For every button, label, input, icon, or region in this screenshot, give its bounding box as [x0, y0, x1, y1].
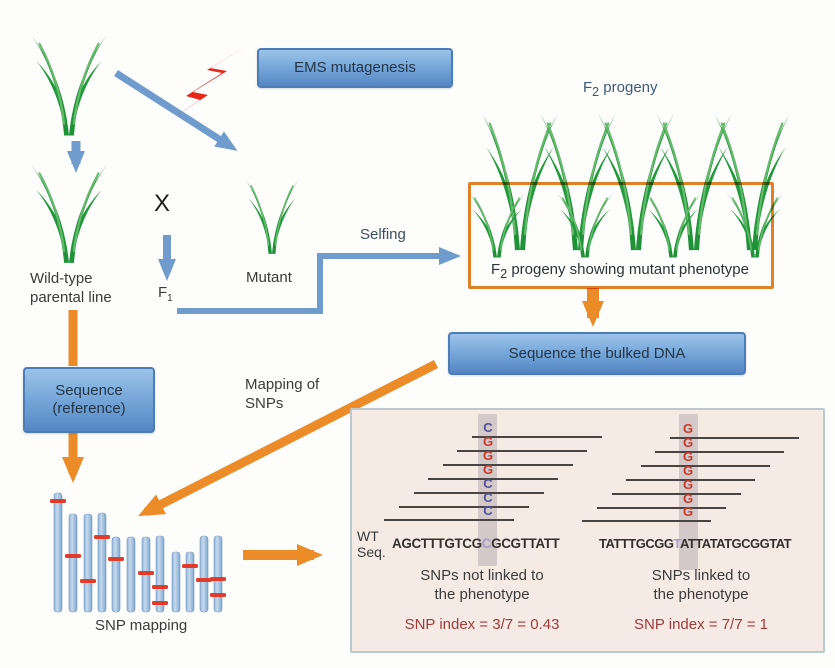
sequence-read-line: [611, 492, 741, 495]
snp-marker-dash: [108, 557, 124, 561]
sequence-read-line: [413, 491, 544, 494]
snp-marker-dash: [210, 577, 226, 581]
read-base-letter: G: [682, 448, 694, 464]
snp-highlight-column-left: [478, 414, 497, 566]
snp-chromosome-bar: [199, 535, 209, 613]
sequence-read-line: [626, 478, 756, 481]
snp-chromosome-bar: [126, 536, 136, 613]
arrow-wildtype-to-mutant: [114, 70, 238, 151]
arrow-selfing-path: [177, 247, 461, 314]
read-base-letter: G: [682, 490, 694, 506]
snp-base-left: C: [481, 536, 492, 551]
read-base-letter: G: [682, 434, 694, 450]
snp-marker-dash: [80, 579, 96, 583]
snp-chromosome-bar: [155, 535, 165, 613]
ems-mutagenesis-label: EMS mutagenesis: [294, 59, 416, 76]
sequence-bulked-dna-box: Sequence the bulked DNA: [448, 332, 746, 375]
snp-index-right: SNP index = 7/7 = 1: [634, 616, 768, 633]
plant-icon-mutant: [244, 178, 300, 255]
snp-chromosome-bar: [171, 551, 181, 613]
snp-index-left: SNP index = 3/7 = 0.43: [404, 616, 560, 633]
read-base-letter: G: [482, 433, 494, 449]
read-base-letter: G: [682, 476, 694, 492]
selfing-label: Selfing: [360, 226, 406, 243]
read-base-letter: C: [483, 503, 493, 519]
arrow-sequencing-to-snpmapping: [137, 359, 439, 517]
snp-marker-dash: [94, 535, 110, 539]
snp-base-right: T: [673, 536, 680, 551]
caption-linked: SNPs linked to the phenotype: [651, 567, 751, 603]
ems-mutagenesis-box: EMS mutagenesis: [257, 48, 453, 88]
snp-marker-dash: [152, 585, 168, 589]
snp-marker-dash: [210, 593, 226, 597]
sequence-read-line: [399, 505, 529, 508]
caption-not-linked: SNPs not linked to the phenotype: [420, 567, 544, 603]
snp-chromosome-bar: [213, 535, 223, 613]
snp-chromosome-bar: [68, 513, 78, 613]
mutant-label: Mutant: [246, 269, 292, 286]
f1-label: F1: [158, 284, 173, 304]
snp-chromosome-bar: [185, 551, 195, 613]
plant-icon-wildtype-parent: [30, 163, 108, 264]
snp-chromosome-bar: [97, 512, 107, 613]
sequence-read-line: [582, 520, 712, 523]
sequence-bulked-dna-label: Sequence the bulked DNA: [508, 344, 686, 362]
read-base-letter: C: [483, 420, 493, 435]
snp-marker-dash: [50, 499, 66, 503]
wildtype-parental-line-label: Wild-type parental line: [30, 270, 112, 306]
snp-mapping-bars: [50, 492, 226, 613]
sequence-read-line: [670, 437, 799, 439]
f2-progeny-heading: F2 progeny: [583, 79, 658, 99]
f2-box-label: F2 progeny showing mutant phenotype: [491, 261, 749, 281]
read-base-letter: G: [682, 421, 694, 436]
snp-marker-dash: [152, 601, 168, 605]
mapping-of-snps-label: Mapping of SNPs: [245, 376, 320, 412]
snp-marker-dash: [196, 578, 212, 582]
read-base-letter: G: [682, 504, 694, 520]
snp-marker-dash: [65, 554, 81, 558]
wt-seq-label: WT Seq.: [357, 528, 386, 560]
read-base-letter: G: [682, 462, 694, 478]
read-base-letter: C: [483, 489, 493, 505]
read-base-letter: G: [482, 447, 494, 463]
cross-symbol: X: [154, 190, 171, 217]
wt-sequence-right: TATTTGCGGTATTATATGCGGTAT: [599, 536, 792, 551]
snp-mapping-label: SNP mapping: [95, 617, 188, 634]
sequence-read-line: [597, 506, 726, 509]
sequence-read-line: [384, 519, 515, 522]
snp-chromosome-bar: [111, 536, 121, 613]
sequence-read-line: [457, 449, 588, 452]
sequence-read-line: [428, 477, 559, 480]
snp-highlight-column-right: [679, 414, 698, 570]
wt-sequence-left: AGCTTTGTCGCGCGTTATT: [392, 536, 560, 551]
read-base-letter: C: [483, 475, 493, 491]
sequence-reference-label: Sequence (reference): [52, 382, 126, 417]
snp-chromosome-bar: [53, 492, 63, 613]
sequence-read-line: [655, 450, 785, 453]
snp-marker-dash: [138, 571, 154, 575]
snp-chromosome-bar: [83, 513, 93, 613]
plant-icon-wildtype-top: [30, 34, 108, 137]
sequence-read-line: [472, 436, 602, 438]
sequence-read-line: [640, 464, 770, 467]
sequence-reference-box: Sequence (reference): [23, 367, 155, 433]
sequence-read-line: [442, 463, 573, 466]
f2-mutant-phenotype-box: [468, 182, 774, 289]
snp-marker-dash: [182, 564, 198, 568]
read-base-letter: G: [482, 461, 494, 477]
